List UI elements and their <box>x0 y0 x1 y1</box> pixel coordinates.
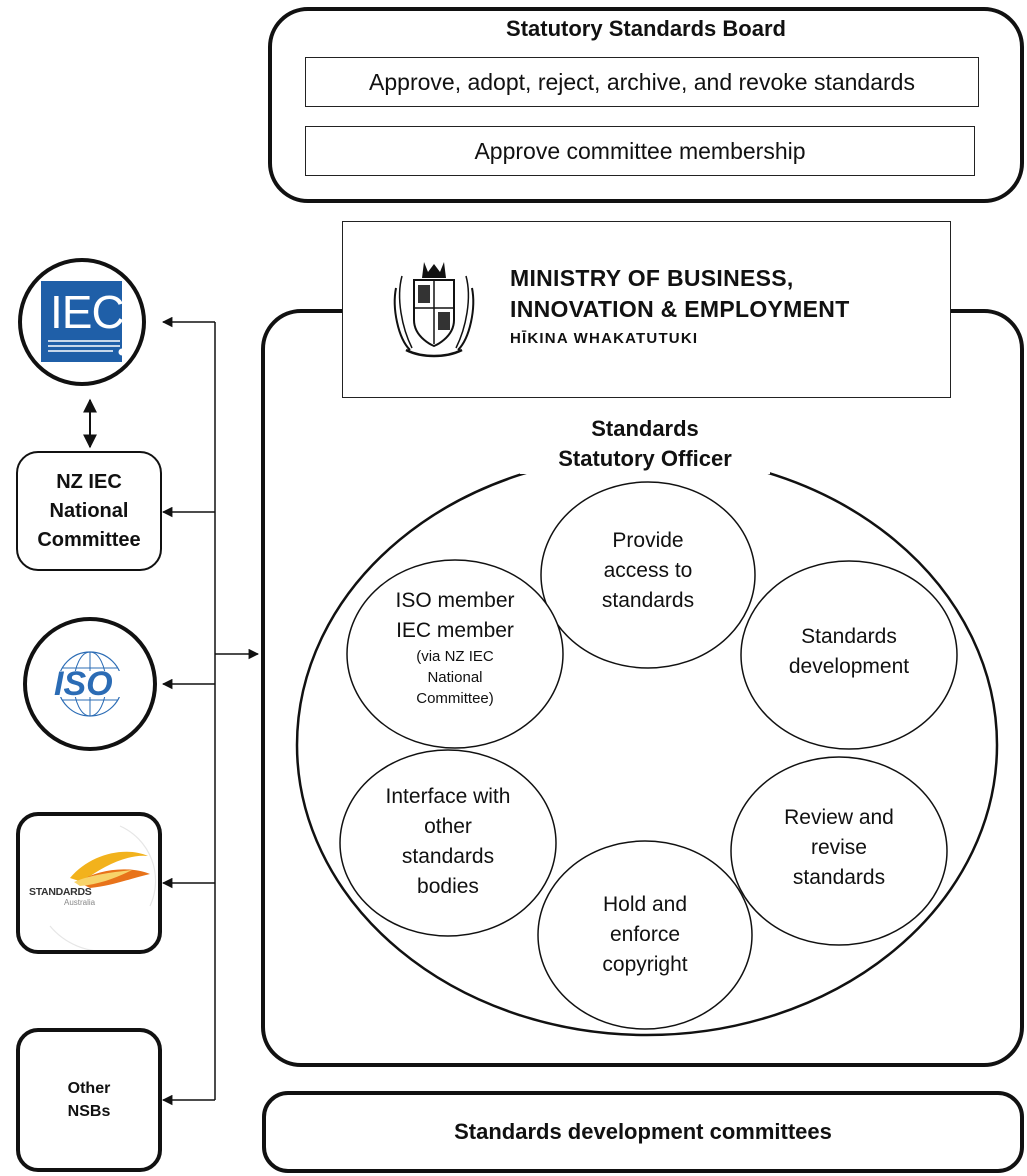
officer-title-line: Standards <box>591 416 699 441</box>
function-line: Interface with <box>385 785 511 808</box>
nz-iec-national-committee: NZ IEC National Committee <box>16 451 162 571</box>
function-interface-bodies: Interface with other standards bodies <box>348 782 548 902</box>
standards-australia-logo <box>49 825 157 950</box>
mbie-name-line-2: INNOVATION & EMPLOYMENT <box>510 296 850 322</box>
circle-iso-iec-member <box>346 559 564 749</box>
officer-title-line: Statutory Officer <box>558 446 732 471</box>
function-line: access to <box>603 559 693 582</box>
function-line: Provide <box>612 529 684 552</box>
committees-label: Standards development committees <box>454 1119 832 1144</box>
function-line: IEC member <box>396 619 514 642</box>
nz-committee-line: National <box>49 499 129 522</box>
function-note-line: (via NZ IEC <box>416 648 494 665</box>
function-line: other <box>424 815 472 838</box>
function-iso-iec-member: ISO member IEC member (via NZ IEC Nation… <box>355 586 555 709</box>
function-line: standards <box>792 866 886 889</box>
statutory-standards-board <box>268 7 1024 203</box>
iec-logo-square <box>41 281 122 362</box>
standards-australia-node: STANDARDS Australia <box>16 812 162 954</box>
function-review-revise: Review and revise standards <box>739 803 939 893</box>
function-line: copyright <box>602 953 688 976</box>
function-line: standards <box>601 589 695 612</box>
iec-logo-text: IEC <box>50 286 125 338</box>
circle-review-revise <box>730 756 948 946</box>
function-line: Review and <box>784 806 894 829</box>
function-line: development <box>788 655 910 678</box>
other-nsbs-node: Other NSBs <box>16 1028 162 1172</box>
function-line: ISO member <box>395 589 515 612</box>
mbie-name-line-1: MINISTRY OF BUSINESS, <box>510 265 794 291</box>
function-line: standards <box>401 845 495 868</box>
function-provide-access: Provide access to standards <box>548 526 748 616</box>
standards-development-committees: Standards development committees <box>262 1091 1024 1173</box>
function-note-line: National <box>427 669 483 686</box>
board-function-approve-membership: Approve committee membership <box>305 126 975 176</box>
function-note-line: Committee) <box>416 690 494 707</box>
function-line: bodies <box>417 875 479 898</box>
other-nsbs-line: Other <box>67 1080 111 1097</box>
board-title: Statutory Standards Board <box>506 16 786 41</box>
circle-copyright <box>537 840 753 1030</box>
circle-provide-access <box>540 481 756 669</box>
circle-interface-bodies <box>339 749 557 937</box>
statutory-officer-title: Standards Statutory Officer <box>520 414 770 474</box>
nz-committee-line: Committee <box>37 528 141 551</box>
board-function-approve-standards: Approve, adopt, reject, archive, and rev… <box>305 57 979 107</box>
function-standards-development: Standards development <box>749 622 949 682</box>
standards-australia-sub: Australia <box>64 898 96 907</box>
mbie-subtitle: HĪKINA WHAKATUTUKI <box>510 330 699 347</box>
function-copyright: Hold and enforce copyright <box>545 890 745 980</box>
function-line: Standards <box>801 625 897 648</box>
nz-committee-line: NZ IEC <box>56 470 122 493</box>
other-nsbs-line: NSBs <box>67 1103 111 1120</box>
function-line: enforce <box>609 923 681 946</box>
circle-standards-development <box>740 560 958 750</box>
function-line: Hold and <box>602 893 688 916</box>
function-line: revise <box>810 836 867 859</box>
iso-logo-text: ISO <box>54 665 113 703</box>
standards-australia-wordmark: STANDARDS <box>29 886 92 898</box>
